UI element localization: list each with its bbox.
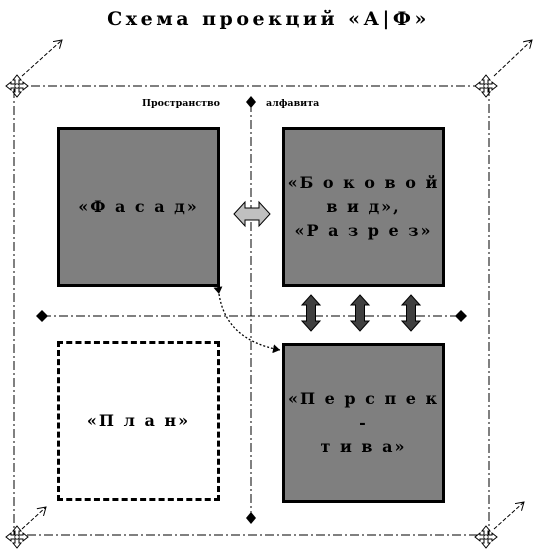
curved-connector-arrow [213, 286, 281, 354]
space-label-left: Пространство [142, 98, 220, 109]
move-cross-icon [474, 525, 498, 549]
move-cross-icon [5, 525, 29, 549]
vertical-double-arrow-icon [401, 294, 421, 332]
vertical-double-arrow-icon [350, 294, 370, 332]
axis-top-diamond [246, 96, 256, 108]
double-arrow-icon [233, 200, 271, 228]
axis-right-diamond [455, 310, 467, 322]
vertical-double-arrow-icon [301, 294, 321, 332]
move-cross-icon [474, 74, 498, 98]
outer-frame [13, 85, 490, 536]
axis-left-diamond [36, 310, 48, 322]
space-label-right: алфавита [266, 98, 320, 109]
arrow-icon [493, 40, 532, 77]
perspective-box: «П е р с п е к - т и в а» [282, 343, 445, 503]
arrow-icon [493, 502, 524, 530]
move-cross-icon [5, 74, 29, 98]
facade-box: «Ф а с а д» [57, 127, 220, 287]
arrow-icon [21, 507, 46, 530]
arrow-icon [21, 40, 62, 77]
diagram-title: Схема проекций «А|Ф» [107, 8, 430, 30]
axis-bottom-diamond [246, 512, 256, 524]
plan-box: «П л а н» [57, 341, 220, 501]
side-view-box: «Б о к о в о й в и д», «Р а з р е з» [282, 127, 445, 287]
